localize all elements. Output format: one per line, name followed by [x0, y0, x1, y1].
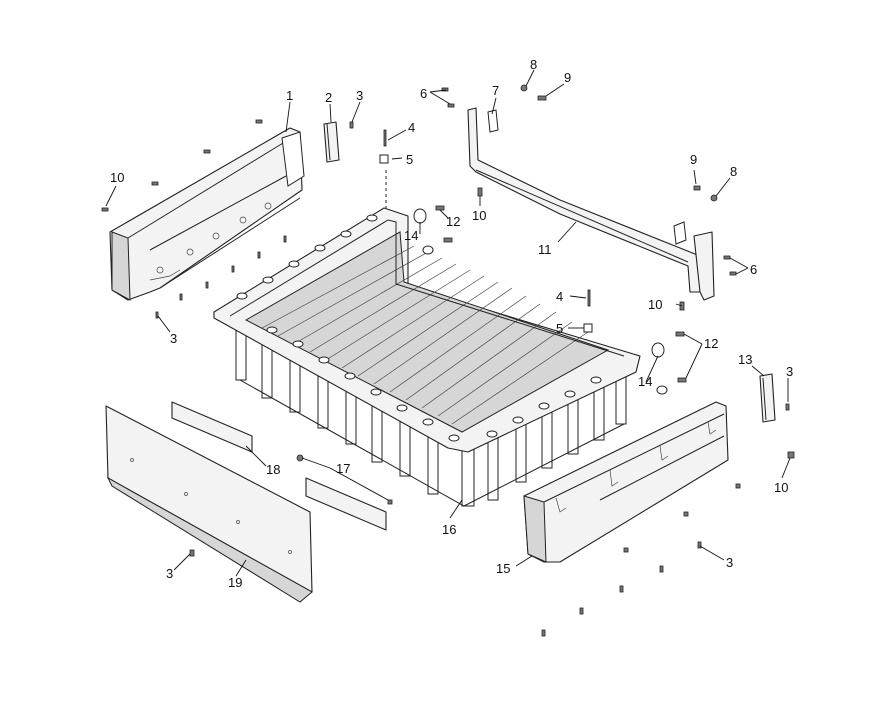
callout-6: 6 [420, 86, 427, 101]
callout-15: 15 [496, 561, 510, 576]
callout-10: 10 [472, 208, 486, 223]
part-2-strip [323, 121, 340, 163]
callout-8: 8 [730, 164, 737, 179]
part-1-left-side-panel [109, 127, 305, 301]
part-15-right-side-panel [523, 401, 729, 563]
part-13-strip [759, 373, 776, 423]
callout-8: 8 [530, 57, 537, 72]
leader-lines [105, 69, 791, 577]
part-18-strip [171, 401, 387, 531]
callout-1: 1 [286, 88, 293, 103]
callout-5: 5 [406, 152, 413, 167]
callout-10: 10 [774, 480, 788, 495]
callout-6: 6 [750, 262, 757, 277]
fasteners [101, 84, 795, 637]
callout-10: 10 [648, 297, 662, 312]
callout-3: 3 [170, 331, 177, 346]
callout-3: 3 [786, 364, 793, 379]
callout-2: 2 [325, 90, 332, 105]
callout-7: 7 [492, 83, 499, 98]
callout-14: 14 [404, 228, 418, 243]
callout-3: 3 [356, 88, 363, 103]
callout-14: 14 [638, 374, 652, 389]
callout-17: 17 [336, 461, 350, 476]
callout-labels: 1 2 3 4 5 6 7 8 9 10 10 12 14 9 8 11 6 3… [110, 57, 793, 590]
callout-18: 18 [266, 462, 280, 477]
callout-5: 5 [556, 321, 563, 336]
callout-12: 12 [446, 214, 460, 229]
callout-12: 12 [704, 336, 718, 351]
part-11-rear-frame [467, 107, 715, 301]
callout-3: 3 [726, 555, 733, 570]
part-19-tailgate [105, 405, 313, 603]
callout-11: 11 [538, 242, 552, 257]
callout-16: 16 [442, 522, 456, 537]
callout-13: 13 [738, 352, 752, 367]
callout-10: 10 [110, 170, 124, 185]
part-16-tub [213, 207, 641, 507]
callout-4: 4 [556, 289, 563, 304]
callout-9: 9 [564, 70, 571, 85]
callout-4: 4 [408, 120, 415, 135]
callout-19: 19 [228, 575, 242, 590]
callout-9: 9 [690, 152, 697, 167]
callout-3: 3 [166, 566, 173, 581]
